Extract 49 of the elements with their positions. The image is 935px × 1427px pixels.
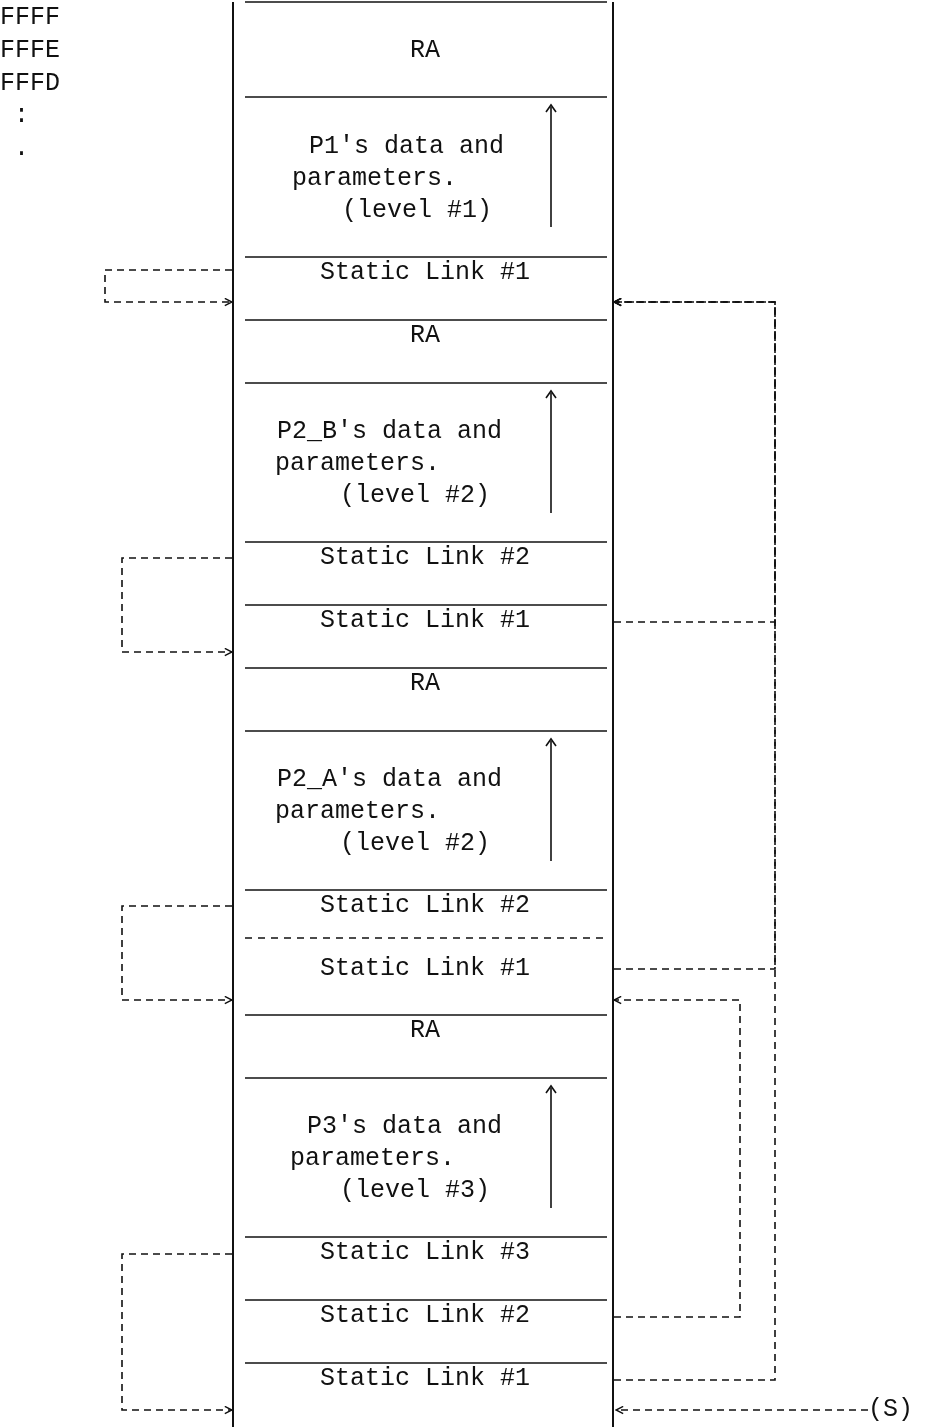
link-arrow xyxy=(104,269,233,307)
stack-slot xyxy=(232,320,614,383)
stack-slot xyxy=(232,1300,614,1363)
slot-label: Static Link #2 xyxy=(318,890,531,922)
link-arrow xyxy=(121,1253,233,1415)
stack-slot xyxy=(232,668,614,731)
address-label: . xyxy=(14,134,29,164)
slot-label: Static Link #2 xyxy=(318,1300,531,1332)
link-arrow xyxy=(615,1405,869,1415)
slot-label: RA xyxy=(409,1015,441,1047)
slot-label: (level #2) xyxy=(340,480,492,512)
stack-frame-data xyxy=(232,731,614,890)
slot-label: P2_A's data and parameters. xyxy=(275,764,504,828)
slot-label: (S) xyxy=(868,1394,914,1426)
address-label: FFFE xyxy=(0,36,60,66)
stack-slot xyxy=(232,1015,614,1078)
slot-label: (level #2) xyxy=(340,828,492,860)
stack-slot xyxy=(232,938,614,1015)
slot-label: P2_B's data and parameters. xyxy=(275,416,504,480)
slot-label: RA xyxy=(409,320,441,352)
stack-slot xyxy=(232,1237,614,1300)
address-label: FFFD xyxy=(0,69,60,99)
slot-label: P1's data and parameters. xyxy=(292,131,506,195)
stack-slot xyxy=(232,1363,614,1427)
slot-label: Static Link #1 xyxy=(318,953,531,985)
slot-label: Static Link #1 xyxy=(318,257,531,289)
address-label: FFFF xyxy=(0,3,60,33)
address-label: : xyxy=(14,101,29,131)
stack-slot xyxy=(232,257,614,320)
stack-frame-data xyxy=(232,383,614,542)
slot-label: (level #1) xyxy=(342,195,494,227)
stack-slot xyxy=(232,605,614,668)
stack-slot xyxy=(232,2,614,97)
link-arrow xyxy=(613,995,741,1318)
link-arrow xyxy=(121,557,233,657)
slot-label: Static Link #1 xyxy=(318,1363,531,1395)
slot-label: RA xyxy=(409,35,441,67)
link-arrow xyxy=(613,297,776,1381)
stack-frame-data xyxy=(232,1078,614,1237)
slot-label: Static Link #1 xyxy=(318,605,531,637)
stack-frame-data xyxy=(232,97,614,257)
link-arrow xyxy=(121,905,233,1005)
stack-slot xyxy=(232,542,614,605)
slot-label: Static Link #2 xyxy=(318,542,531,574)
slot-label: P3's data and parameters. xyxy=(290,1111,504,1175)
stack-slot xyxy=(232,890,614,938)
slot-label: Static Link #3 xyxy=(318,1237,531,1269)
slot-label: RA xyxy=(409,668,441,700)
slot-label: (level #3) xyxy=(340,1175,492,1207)
